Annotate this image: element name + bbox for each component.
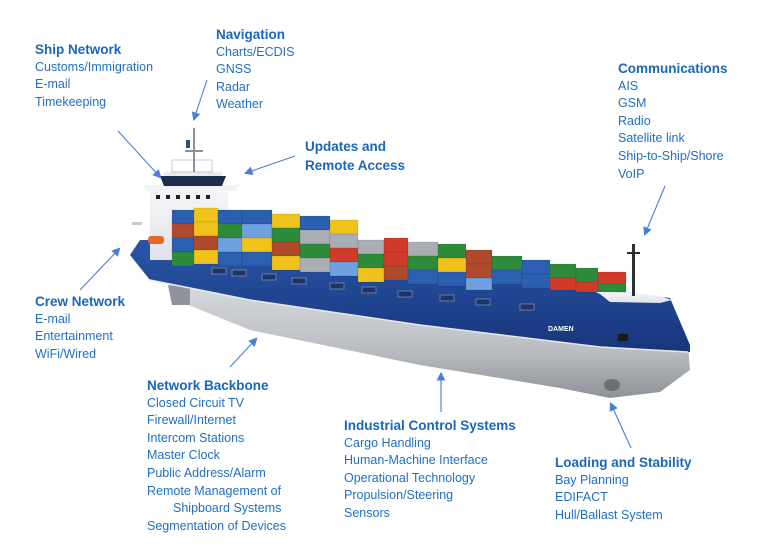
- callout-item: Intercom Stations: [147, 430, 245, 445]
- callout-industrial-control-systems: Industrial Control Systems Cargo Handlin…: [344, 417, 516, 523]
- callout-item: Hull/Ballast System: [555, 507, 663, 522]
- callout-ship-network: Ship Network Customs/Immigration E-mail …: [35, 41, 153, 111]
- callout-title: Crew Network: [35, 294, 126, 309]
- callout-item: Weather: [216, 97, 264, 112]
- callout-item: EDIFACT: [555, 490, 608, 505]
- callout-item: Ship-to-Ship/Shore: [618, 148, 724, 163]
- callout-item: E-mail: [35, 77, 71, 92]
- callout-title: Ship Network: [35, 42, 122, 57]
- callout-item: Remote Management of: [147, 483, 282, 498]
- callout-item: Entertainment: [35, 329, 113, 344]
- callout-item: Propulsion/Steering: [344, 488, 454, 503]
- callout-item: Operational Technology: [344, 470, 476, 485]
- callout-item: WiFi/Wired: [35, 346, 97, 361]
- callout-item: Sensors: [344, 505, 390, 520]
- callout-item: Human-Machine Interface: [344, 453, 488, 468]
- callout-item: Cargo Handling: [344, 435, 431, 450]
- callout-network-backbone: Network Backbone Closed Circuit TV Firew…: [147, 377, 286, 535]
- callout-item: Bay Planning: [555, 472, 629, 487]
- callout-item: GNSS: [216, 62, 252, 77]
- callout-item: Public Address/Alarm: [147, 465, 266, 480]
- callout-item: Segmentation of Devices: [147, 518, 286, 533]
- callout-title: Remote Access: [305, 158, 406, 173]
- callout-item: Master Clock: [147, 448, 220, 463]
- callout-item: GSM: [618, 96, 647, 111]
- callout-title: Loading and Stability: [555, 455, 692, 470]
- callout-item: Closed Circuit TV: [147, 395, 245, 410]
- callout-crew-network: Crew Network E-mail Entertainment WiFi/W…: [35, 293, 125, 363]
- container-stacks: [171, 207, 627, 293]
- callout-item: VoIP: [618, 166, 645, 181]
- bow-deck: [600, 244, 672, 303]
- callout-item: Radio: [618, 113, 651, 128]
- callout-updates-remote-access: Updates and Remote Access: [305, 137, 405, 175]
- callout-communications: Communications AIS GSM Radio Satellite l…: [618, 60, 728, 183]
- callout-item: Charts/ECDIS: [216, 44, 295, 59]
- callout-title: Network Backbone: [147, 378, 269, 393]
- callout-item: E-mail: [35, 311, 71, 326]
- callout-item: Radar: [216, 79, 251, 94]
- ship-brand-marking: DAMEN: [548, 326, 574, 333]
- callout-item: Firewall/Internet: [147, 413, 236, 428]
- callout-item: Shipboard Systems: [173, 501, 282, 516]
- callout-title: Updates and: [305, 139, 387, 154]
- upper-hull: DAMEN: [130, 240, 690, 353]
- callout-title: Industrial Control Systems: [344, 418, 516, 433]
- callout-loading-stability: Loading and Stability Bay Planning EDIFA…: [555, 454, 692, 524]
- callout-title: Communications: [618, 61, 728, 76]
- callout-title: Navigation: [216, 27, 286, 42]
- callout-item: Timekeeping: [35, 94, 107, 109]
- callout-item: Satellite link: [618, 131, 685, 146]
- callout-item: Customs/Immigration: [35, 59, 154, 74]
- lower-hull: [168, 282, 690, 398]
- callout-item: AIS: [618, 78, 639, 93]
- callout-navigation: Navigation Charts/ECDIS GNSS Radar Weath…: [216, 26, 295, 114]
